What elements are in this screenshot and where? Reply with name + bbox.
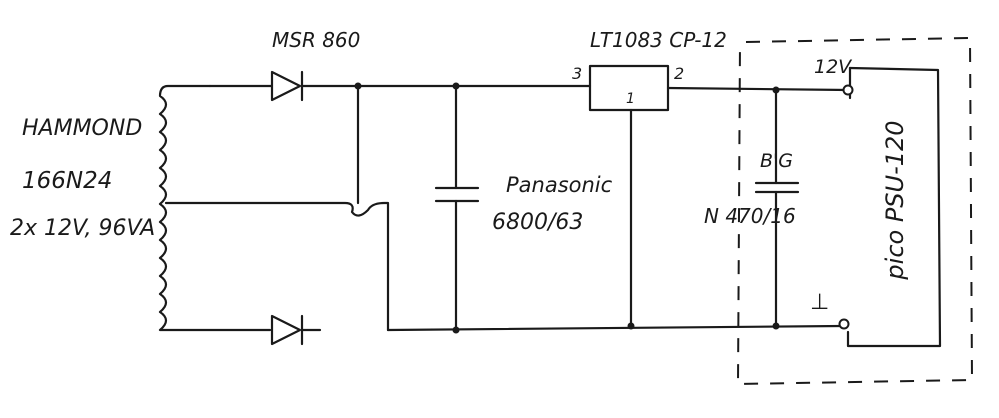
diode-model-label: MSR 860 xyxy=(272,28,361,52)
main-cap-value-label: 6800/63 xyxy=(492,210,584,235)
regulator-model-label: LT1083 CP-12 xyxy=(590,28,727,52)
pico-psu-box xyxy=(846,66,942,348)
pin-2-label: 2 xyxy=(674,64,685,83)
output-capacitor xyxy=(754,88,800,328)
pico-psu-label: pico PSU-120 xyxy=(881,120,909,280)
pin-3-label: 3 xyxy=(572,64,583,83)
junction-dot xyxy=(354,82,362,90)
main-cap-brand-label: Panasonic xyxy=(506,173,613,197)
junction-dot xyxy=(772,86,780,94)
terminal-12v xyxy=(842,84,854,96)
transformer-brand-label: HAMMOND xyxy=(22,116,143,141)
dashed-enclosure xyxy=(736,36,974,386)
ground-rail xyxy=(386,324,844,332)
center-tap-wire xyxy=(164,201,390,332)
output-cap-value-label: N 470/16 xyxy=(704,204,796,228)
terminal-ground xyxy=(838,318,850,330)
diode-top xyxy=(270,70,304,102)
transformer-model-label: 166N24 xyxy=(22,168,113,194)
regulator-out-wire xyxy=(666,86,850,92)
transformer-coil xyxy=(158,84,272,332)
diode-bottom xyxy=(270,314,304,346)
transformer-rating-label: 2x 12V, 96VA xyxy=(10,216,156,241)
ground-symbol-label: ⊥ xyxy=(810,290,830,315)
output-voltage-label: 12V xyxy=(814,56,852,78)
junction-dot xyxy=(452,326,460,334)
output-cap-brand-label: B'G xyxy=(760,150,793,172)
junction-dot xyxy=(452,82,460,90)
junction-dot xyxy=(627,322,635,330)
junction-dot xyxy=(772,322,780,330)
main-capacitor xyxy=(434,84,480,332)
pin-1-label: 1 xyxy=(626,91,635,107)
